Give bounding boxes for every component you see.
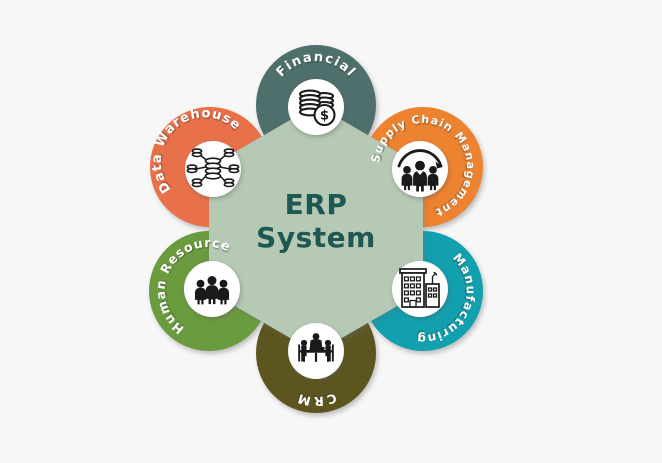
center-title-line2: System	[256, 221, 376, 254]
meeting-table-icon	[298, 333, 334, 362]
center-hexagon	[209, 105, 423, 353]
database-network-icon	[186, 148, 240, 188]
dollar-symbol: $	[320, 109, 329, 124]
coins-dollar-icon: $	[298, 89, 336, 127]
team-arc-icon	[397, 149, 443, 192]
seated-person-right	[324, 339, 334, 362]
tie-detail	[417, 170, 423, 175]
center-title-line1: ERP	[285, 188, 348, 221]
factory-building-icon	[399, 268, 440, 308]
seated-person-left	[298, 339, 308, 362]
